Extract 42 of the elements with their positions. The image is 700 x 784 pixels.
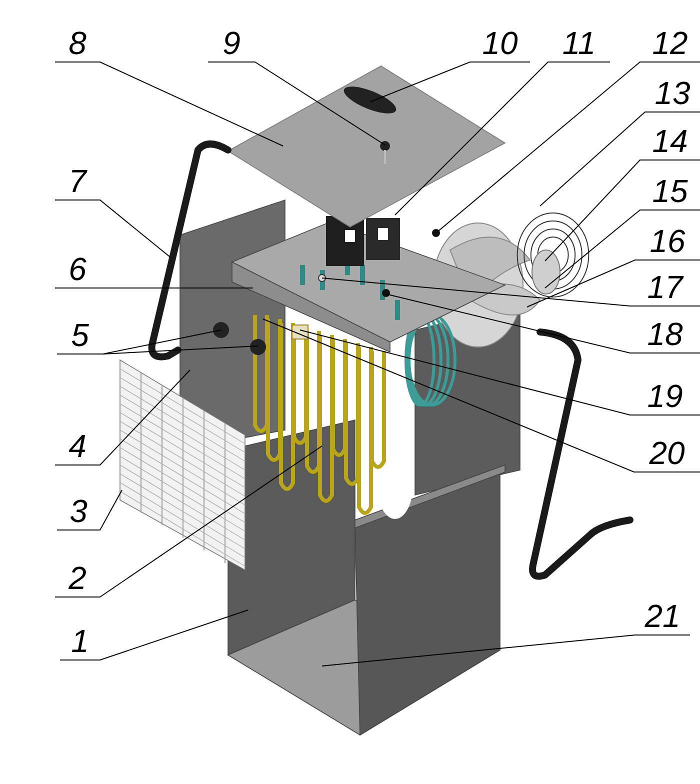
leader-line bbox=[208, 62, 386, 146]
leader-line bbox=[102, 346, 258, 354]
leader-line bbox=[56, 330, 222, 354]
leader-line bbox=[526, 260, 700, 308]
callout-number: 10 bbox=[470, 26, 530, 60]
leader-line bbox=[262, 318, 700, 472]
callout-number: 2 bbox=[55, 561, 100, 595]
leader-line bbox=[56, 490, 122, 530]
callout-number: 4 bbox=[55, 429, 100, 463]
callout-number: 14 bbox=[640, 124, 700, 158]
leader-line bbox=[540, 112, 700, 206]
callout-number: 8 bbox=[55, 26, 100, 60]
callout-number: 6 bbox=[55, 252, 100, 286]
leader-line bbox=[60, 610, 248, 660]
leader-line bbox=[386, 294, 700, 354]
leader-line bbox=[54, 446, 322, 598]
callout-number: 17 bbox=[630, 270, 700, 304]
leader-line bbox=[322, 278, 700, 306]
callout-number: 19 bbox=[630, 379, 700, 413]
callout-number: 5 bbox=[57, 318, 103, 352]
leader-line bbox=[436, 62, 700, 234]
callout-number: 12 bbox=[640, 26, 700, 60]
leader-line bbox=[322, 634, 690, 666]
leader-line bbox=[54, 62, 284, 146]
callout-number: 3 bbox=[57, 494, 100, 528]
callout-number: 7 bbox=[55, 164, 100, 198]
callout-number: 1 bbox=[60, 624, 100, 658]
callout-number: 9 bbox=[208, 26, 255, 60]
callout-number: 11 bbox=[548, 26, 610, 60]
callout-number: 16 bbox=[635, 224, 700, 258]
leader-line bbox=[544, 160, 700, 262]
leader-line bbox=[300, 330, 700, 416]
leader-line bbox=[544, 210, 700, 288]
leader-line bbox=[394, 62, 610, 216]
callout-number: 15 bbox=[640, 174, 700, 208]
callout-number: 21 bbox=[635, 599, 690, 633]
leader-line bbox=[54, 200, 170, 258]
leader-line bbox=[370, 62, 530, 102]
leader-line bbox=[54, 370, 190, 466]
callout-number: 18 bbox=[630, 317, 700, 351]
callout-number: 13 bbox=[645, 76, 700, 110]
callout-number: 20 bbox=[634, 436, 700, 470]
